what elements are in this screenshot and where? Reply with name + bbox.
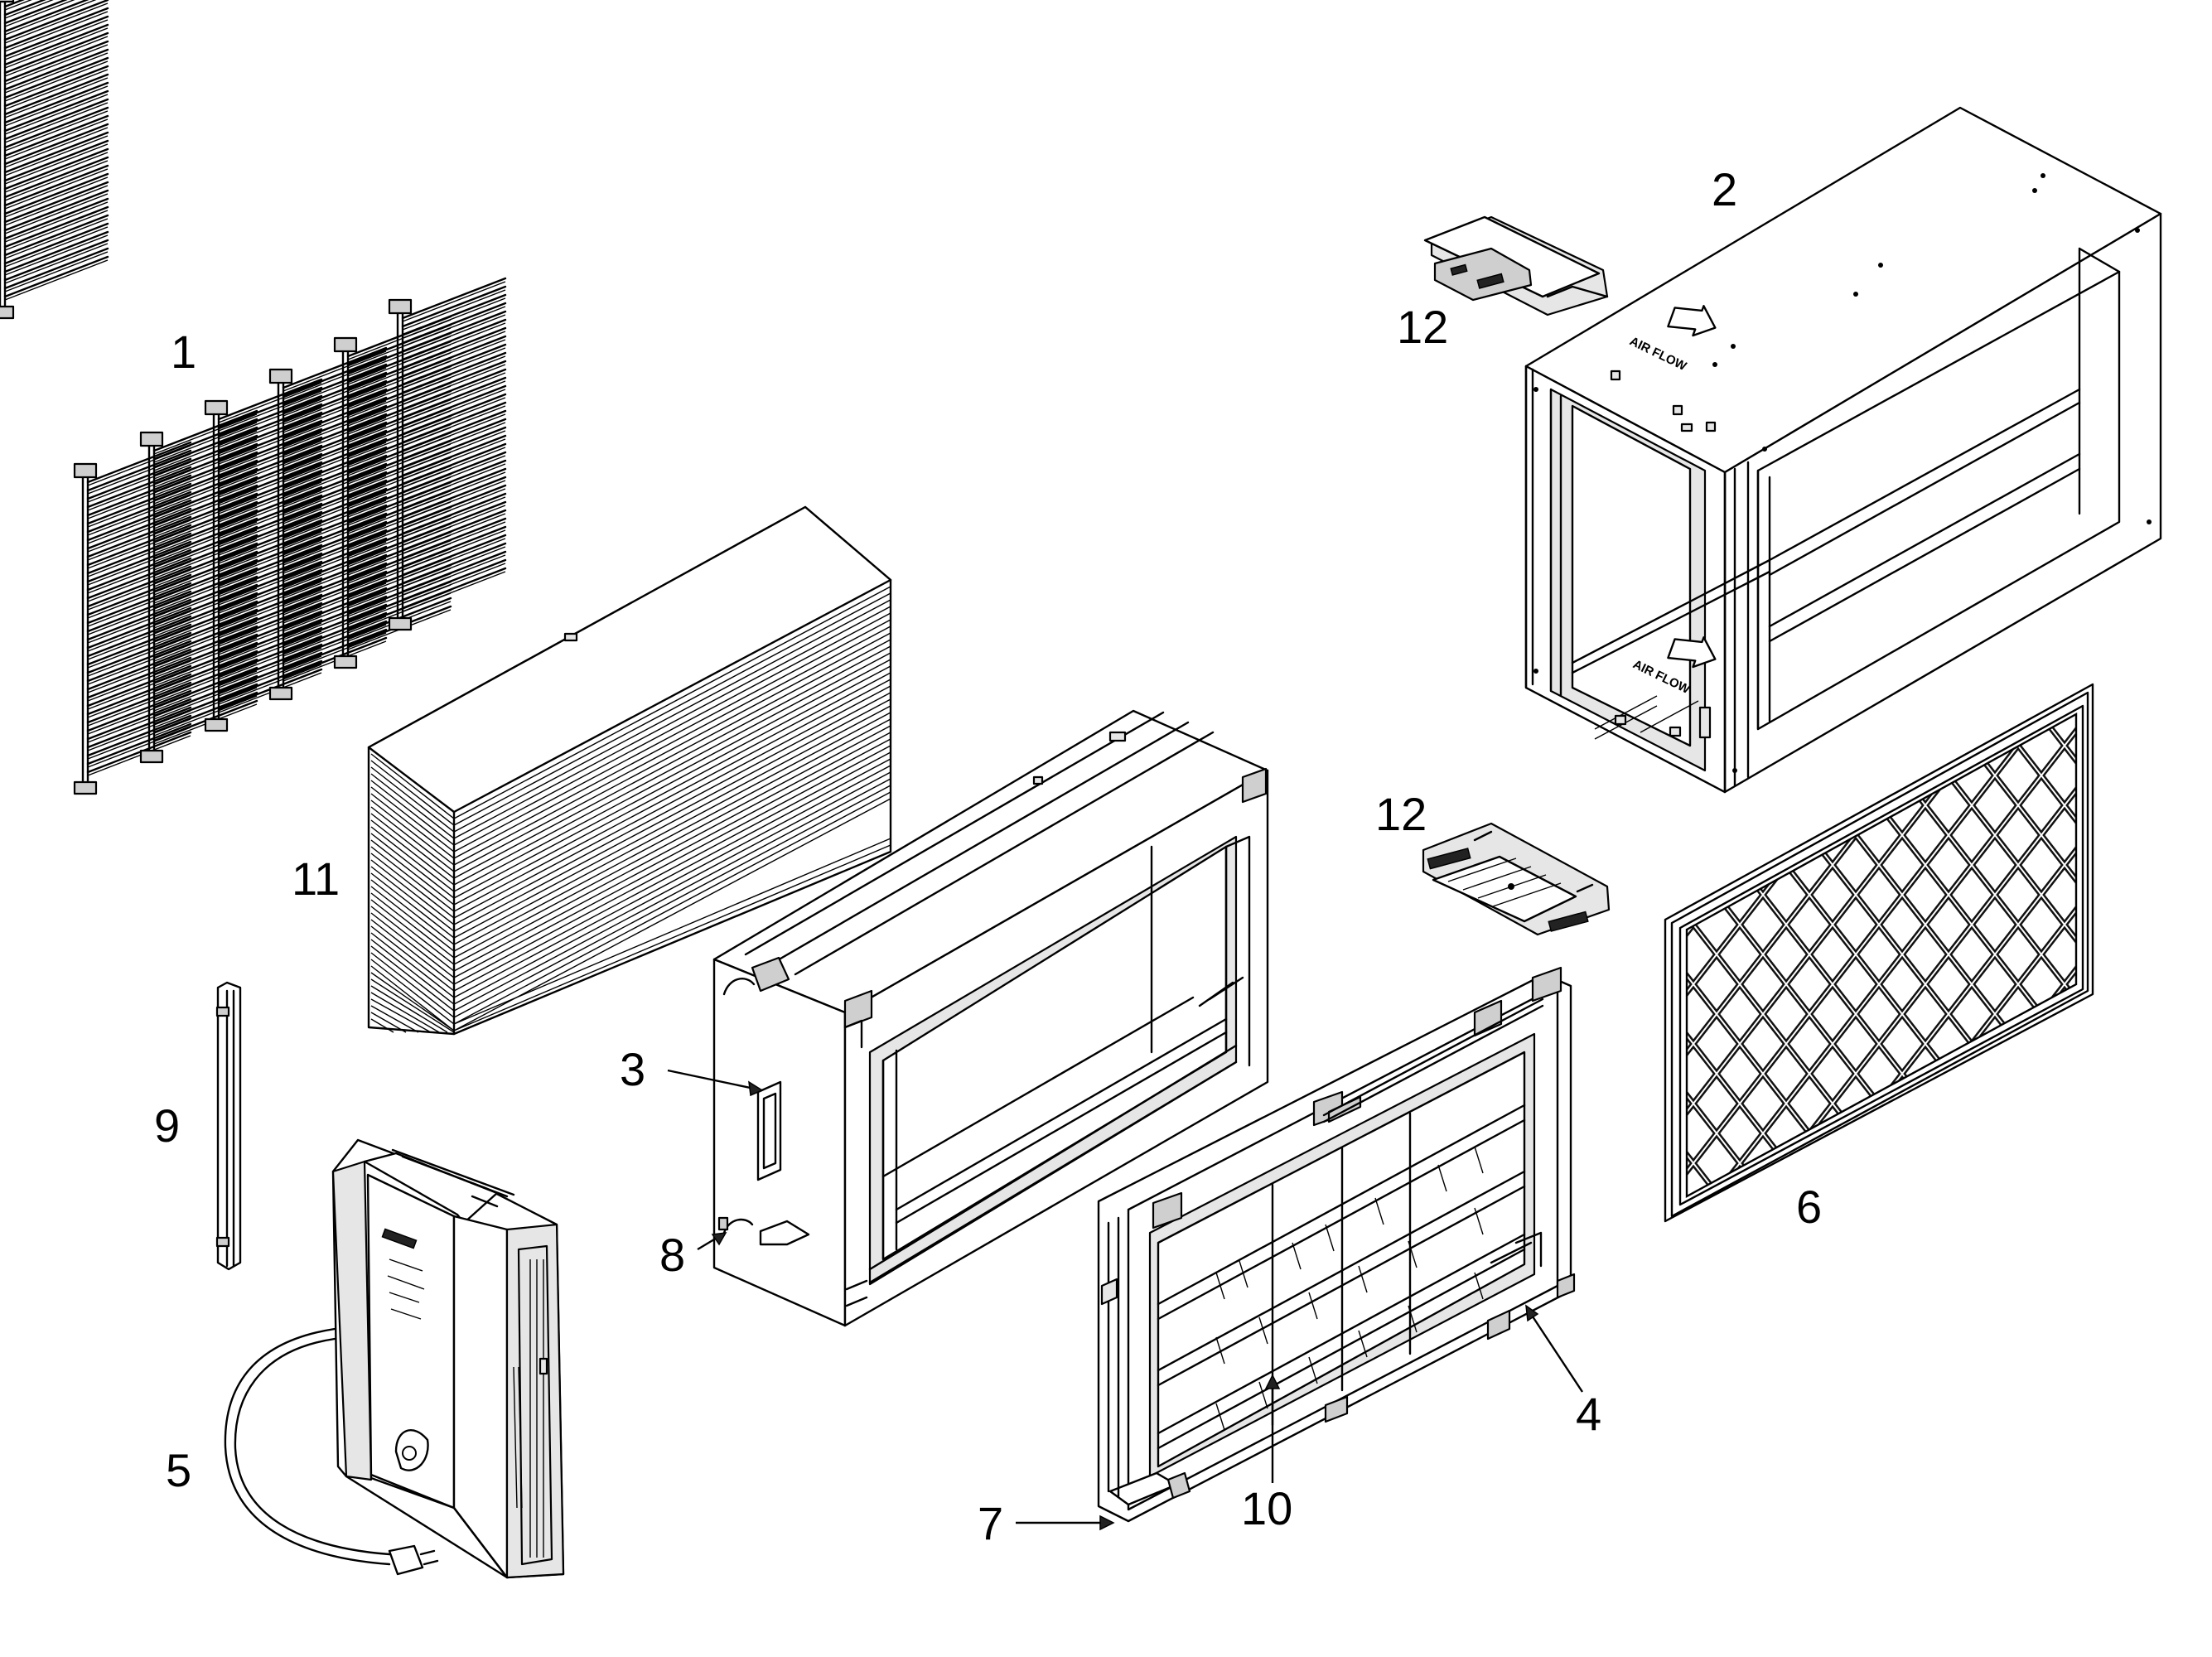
- callout-labels: 1 2 3 4 5 6 7 8 9 10 11 12 12: [154, 163, 1822, 1549]
- vane-panel: [0, 0, 109, 320]
- callout-11: 11: [292, 853, 340, 905]
- callout-3: 3: [620, 1043, 645, 1095]
- callout-1: 1: [171, 326, 196, 378]
- part-2-cabinet: AIR FLOW AIR FLOW: [1524, 106, 2162, 794]
- part-4-grille: [1097, 966, 1576, 1523]
- callout-12-lower: 12: [1375, 788, 1427, 840]
- callout-7: 7: [978, 1497, 1003, 1549]
- part-12-clip-upper: [1423, 215, 1609, 316]
- part-6-filter: [1664, 683, 2094, 1223]
- callout-4: 4: [1576, 1388, 1601, 1440]
- part-5-control-unit: [224, 1138, 565, 1579]
- part-11-media-pad: [367, 505, 892, 1036]
- part-3-frame: [712, 709, 1269, 1327]
- callout-10: 10: [1241, 1482, 1292, 1534]
- callout-8: 8: [659, 1229, 685, 1281]
- part-1-vane-panels: [0, 0, 507, 795]
- callout-12-upper: 12: [1397, 301, 1448, 353]
- part-9-strip: [215, 981, 242, 1271]
- callout-2: 2: [1712, 163, 1737, 215]
- leader-lines: [667, 1069, 1584, 1531]
- part-12-clip-lower: [1422, 822, 1611, 936]
- callout-6: 6: [1796, 1181, 1822, 1233]
- callout-9: 9: [154, 1099, 180, 1152]
- callout-5: 5: [166, 1444, 191, 1496]
